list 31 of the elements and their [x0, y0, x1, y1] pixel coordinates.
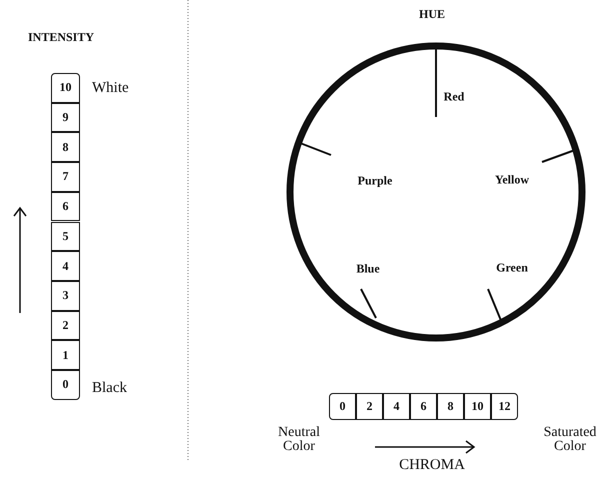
scale-cell: 2	[356, 393, 383, 420]
hue-label: Red	[444, 90, 464, 104]
scale-cell: 4	[51, 251, 80, 281]
scale-cell: 4	[383, 393, 410, 420]
axis-label: White	[92, 81, 129, 96]
hue-label: Purple	[358, 174, 392, 188]
axis-label: CHROMA	[399, 458, 465, 473]
hue-label: Yellow	[495, 172, 529, 188]
hue-circle	[286, 42, 586, 342]
scale-cell: 10	[464, 393, 491, 420]
axis-label: Neutral Color	[277, 426, 321, 454]
scale-cell: 6	[410, 393, 437, 420]
scale-cell: 0	[329, 393, 356, 420]
hue-label: Green	[496, 260, 528, 276]
axis-label: INTENSITY	[28, 31, 94, 43]
axis-label: Black	[92, 381, 127, 396]
scale-cell: 0	[51, 370, 80, 400]
hue-label: Blue	[356, 262, 380, 276]
scale-cell: 7	[51, 162, 80, 192]
scale-cell: 2	[51, 310, 80, 340]
scale-cell: 8	[437, 393, 464, 420]
scale-cell: 6	[51, 192, 80, 222]
axis-label: Saturated Color	[542, 426, 598, 454]
scale-cell: 10	[51, 73, 80, 103]
scale-cell: 5	[51, 222, 80, 252]
scale-cell: 8	[51, 132, 80, 162]
scale-cell: 9	[51, 102, 80, 132]
axis-label: HUE	[419, 8, 445, 20]
scale-cell: 1	[51, 340, 80, 370]
scale-cell: 12	[491, 393, 518, 420]
scale-cell: 3	[51, 280, 80, 311]
